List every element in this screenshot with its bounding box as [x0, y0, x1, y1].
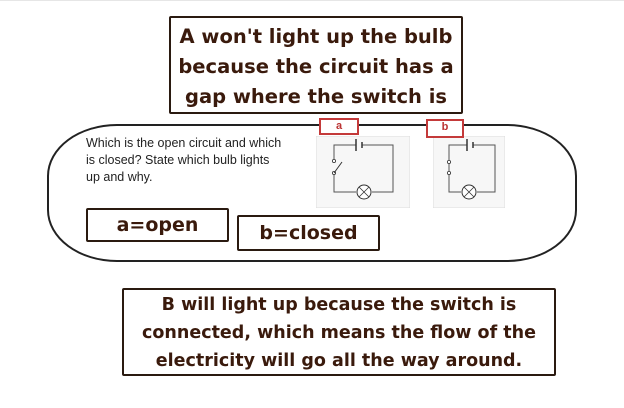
- answer-a-box: a=open: [86, 208, 229, 242]
- question-text: Which is the open circuit and which is c…: [86, 136, 282, 184]
- note-top: A won't light up the bulb because the ci…: [169, 16, 463, 114]
- label-a: a: [319, 118, 359, 135]
- top-divider: [0, 0, 624, 1]
- answer-b-box: b=closed: [237, 215, 380, 251]
- circuit-a-diagram: [316, 136, 410, 208]
- label-b: b: [426, 119, 464, 138]
- circuit-b-diagram: [433, 136, 505, 208]
- note-bottom: B will light up because the switch is co…: [122, 288, 556, 376]
